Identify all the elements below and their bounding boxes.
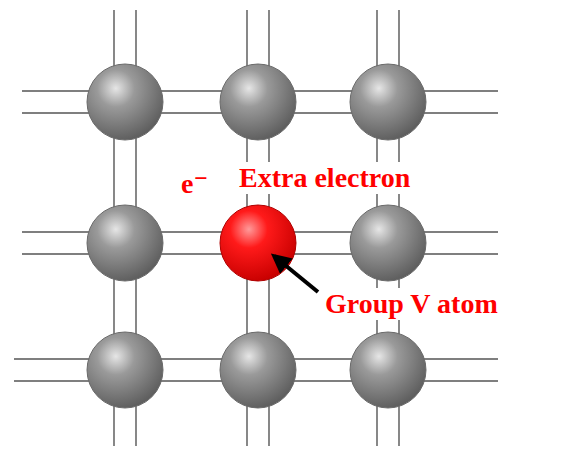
electron-label: Extra electron [236, 162, 413, 194]
atom-label: Group V atom [322, 288, 501, 320]
leader-arrow [274, 256, 318, 292]
host-atoms [87, 64, 426, 408]
dopant-atom [220, 205, 296, 281]
electron-symbol: e⁻ [178, 168, 211, 200]
bond-lines [14, 10, 498, 446]
